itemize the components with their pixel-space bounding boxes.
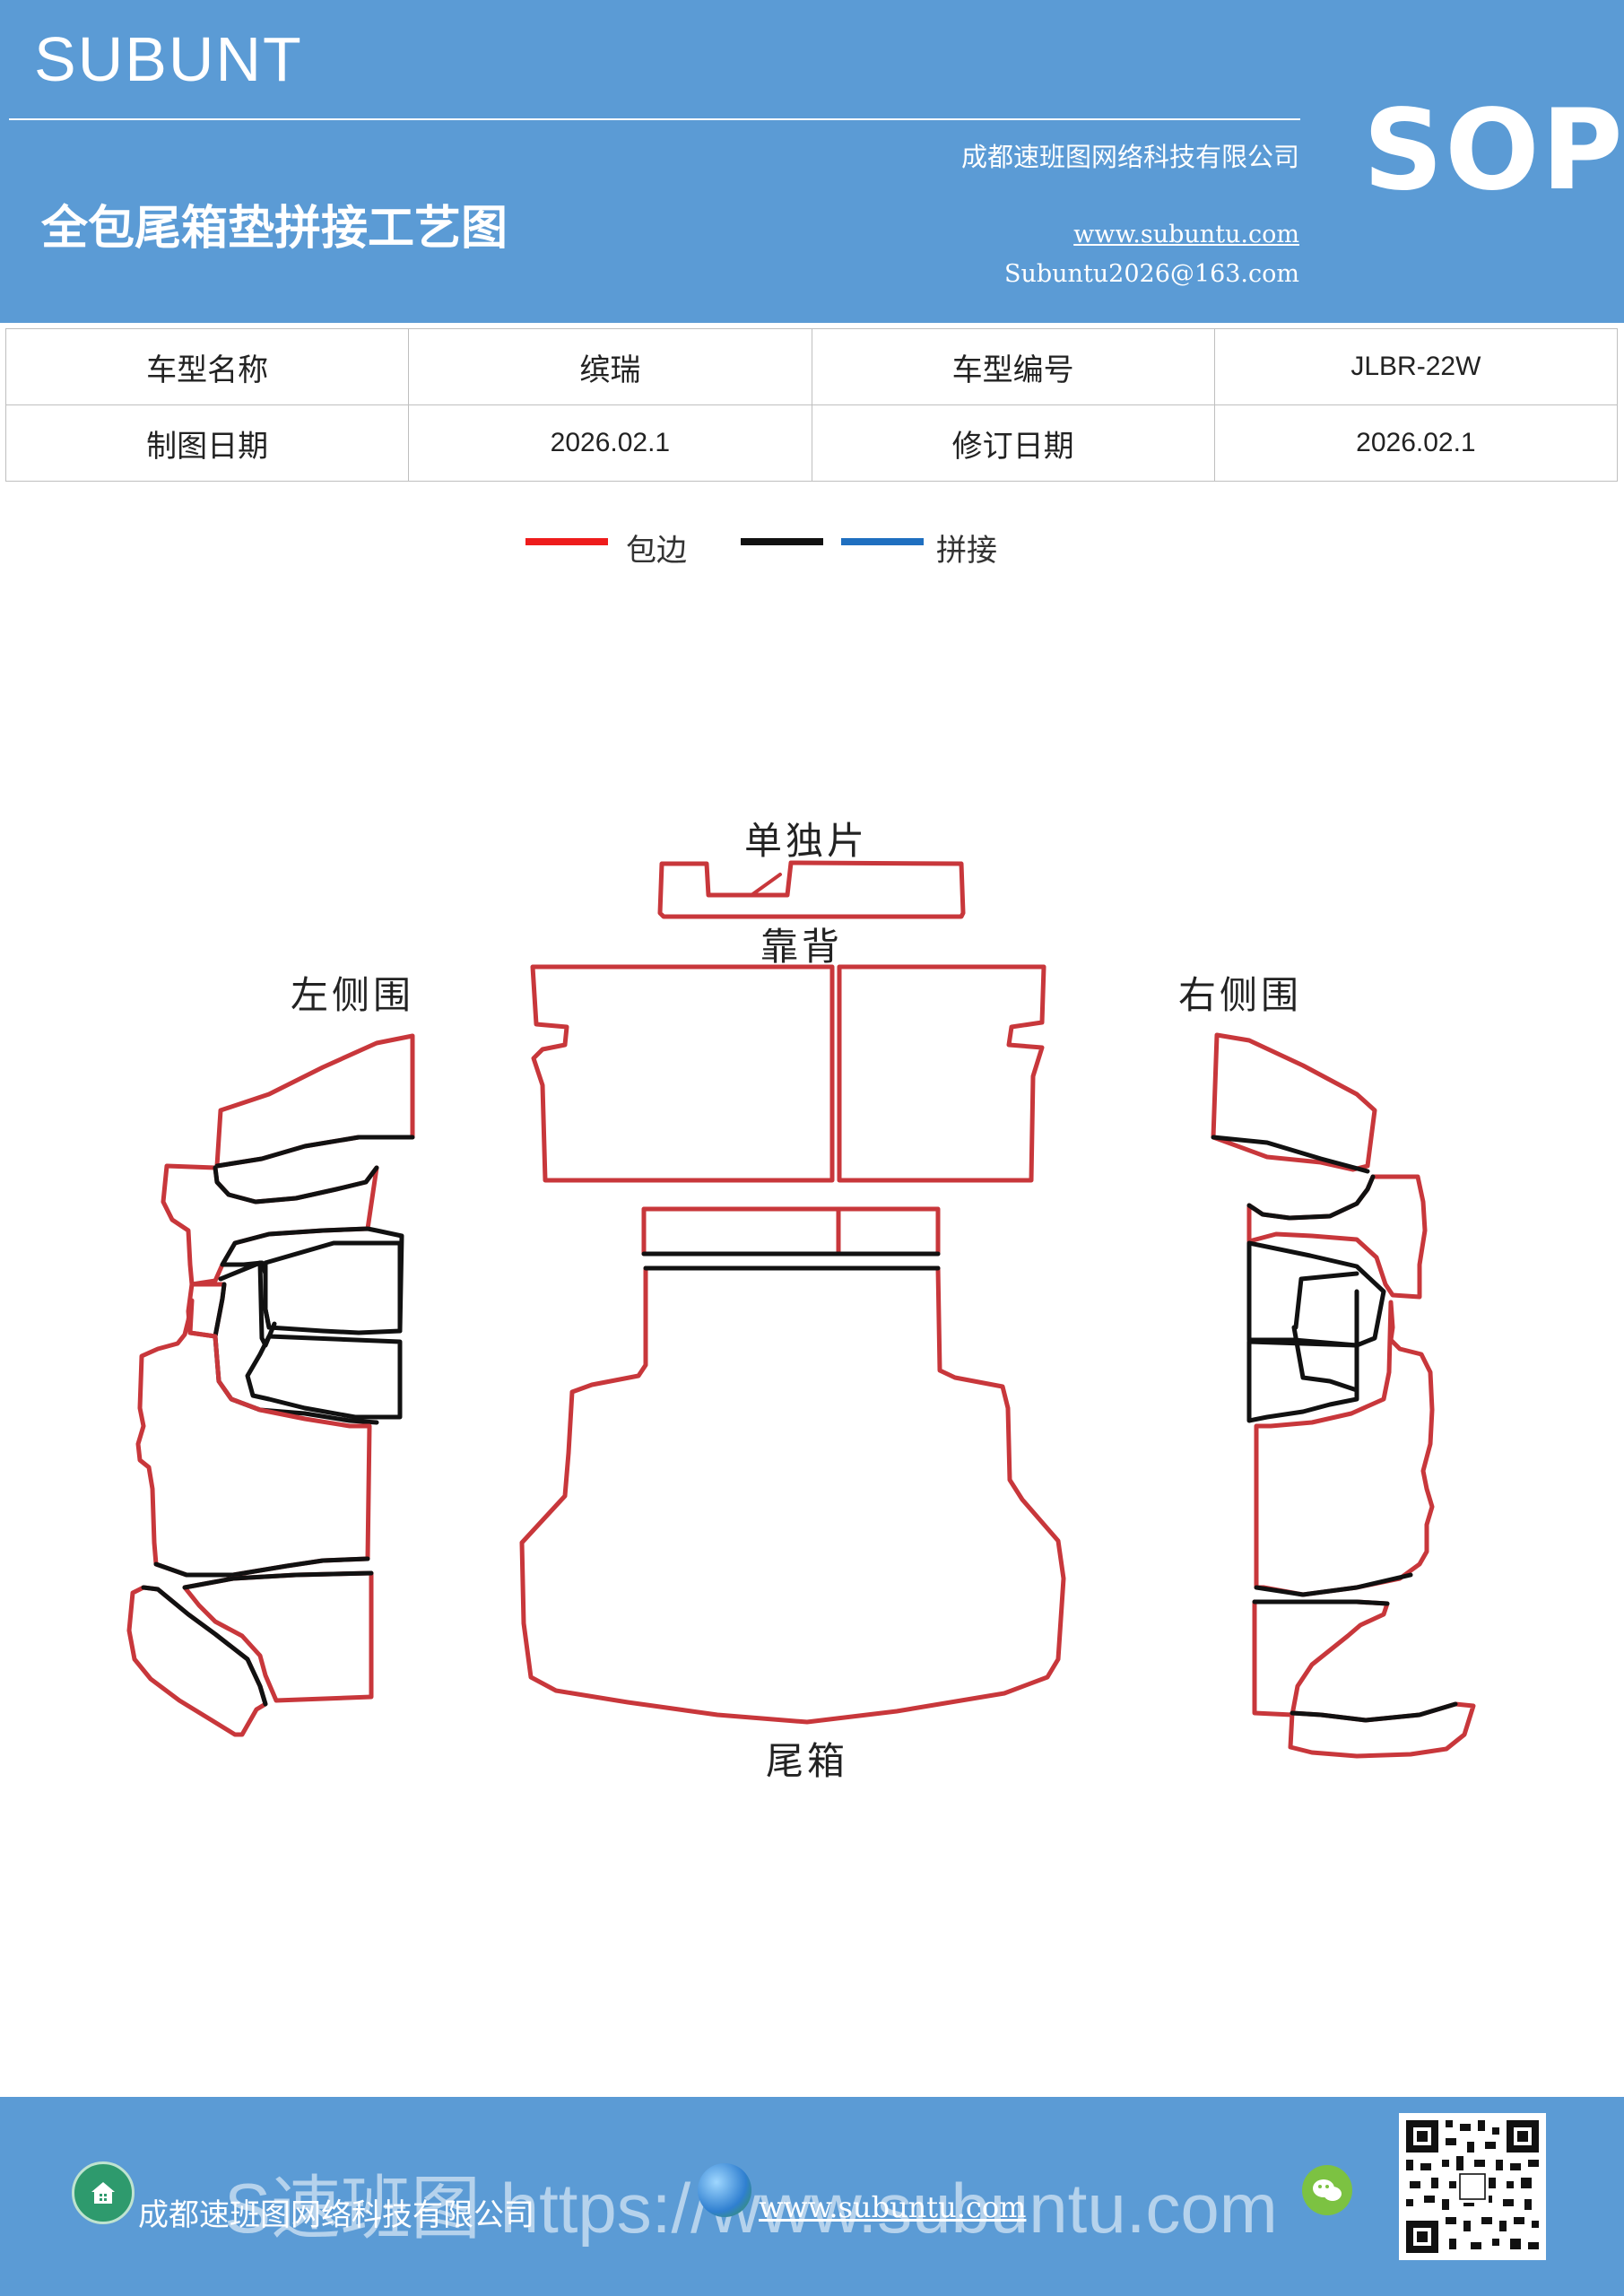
left-panel-2-outline — [161, 1163, 379, 1287]
table-cell: 2026.02.1 — [1213, 404, 1619, 482]
company-name: 成都速班图网络科技有限公司 — [960, 142, 1299, 172]
right-panel-2-seam — [1246, 1174, 1376, 1221]
footer-banner: S速班图 https://www.subuntu.com 成都速班图网络科技有限… — [0, 2097, 1624, 2296]
website-link[interactable]: www.subuntu.com — [1073, 221, 1299, 248]
right-panel-1-outline — [1211, 1032, 1377, 1172]
label-left-side: 左侧围 — [291, 973, 415, 1017]
single-piece-seam — [750, 873, 782, 897]
right-panel-4-seam — [1254, 1572, 1413, 1597]
left-inner-b — [263, 1240, 403, 1334]
legend-swatch-seam-blue — [841, 538, 924, 545]
single-piece-outline — [657, 860, 966, 919]
table-cell: 缤瑞 — [408, 328, 812, 405]
left-panel-5-outline — [182, 1570, 374, 1703]
right-panel-5-outline — [1252, 1599, 1390, 1718]
right-inner-b — [1291, 1271, 1359, 1393]
email-address: Subuntu2026@163.com — [1004, 260, 1299, 288]
qr-code-icon — [1399, 2113, 1546, 2260]
left-inner-e — [213, 1334, 379, 1425]
footer-watermark: S速班图 https://www.subuntu.com — [224, 2169, 1278, 2248]
right-inner-c — [1246, 1339, 1359, 1423]
trunk-main-outline — [519, 1265, 1066, 1725]
right-panel-6-outline — [1288, 1701, 1476, 1759]
line-legend: 包边 拼接 — [0, 520, 1624, 574]
footer-company-name: 成都速班图网络科技有限公司 — [138, 2197, 534, 2233]
legend-label-edge: 包边 — [626, 533, 687, 569]
right-inner-a — [1246, 1240, 1386, 1348]
table-cell: 制图日期 — [4, 404, 410, 482]
company-home-icon — [72, 2161, 135, 2224]
left-panel-4-outline — [135, 1298, 372, 1578]
right-panel-1-seam — [1211, 1135, 1370, 1174]
left-panel-1-seam — [214, 1135, 415, 1169]
left-panel-6-seam — [141, 1585, 268, 1707]
left-panel-2-seam — [213, 1165, 379, 1205]
backrest-right-outline — [837, 964, 1046, 1183]
legend-label-seam: 拼接 — [936, 533, 997, 569]
table-cell: 车型名称 — [4, 328, 410, 405]
header-divider — [9, 118, 1300, 120]
left-panel-3-seam — [213, 1282, 227, 1339]
globe-icon — [698, 2163, 751, 2217]
table-cell: JLBR-22W — [1213, 328, 1619, 405]
left-panel-5-seam — [182, 1570, 374, 1590]
table-cell: 修订日期 — [811, 404, 1215, 482]
document-title: 全包尾箱垫拼接工艺图 — [41, 202, 508, 256]
right-panel-5-seam — [1252, 1599, 1390, 1606]
table-row: 制图日期 2026.02.1 修订日期 2026.02.1 — [4, 404, 1619, 482]
left-inner-d — [245, 1334, 403, 1420]
doc-type-badge: SOP — [1363, 86, 1624, 215]
table-cell: 车型编号 — [811, 328, 1215, 405]
brand-name: SUBUNT — [34, 24, 303, 94]
footer-website-link[interactable]: www.subuntu.com — [759, 2190, 1027, 2224]
middle-strip-outline — [641, 1206, 941, 1257]
vehicle-info-table: 车型名称 缤瑞 车型编号 JLBR-22W 制图日期 2026.02.1 修订日… — [4, 328, 1619, 482]
backrest-left-outline — [530, 964, 835, 1183]
label-single-piece: 单独片 — [744, 819, 869, 863]
label-trunk: 尾箱 — [766, 1739, 849, 1783]
label-backrest: 靠背 — [760, 925, 844, 969]
table-row: 车型名称 缤瑞 车型编号 JLBR-22W — [4, 328, 1619, 405]
legend-swatch-edge — [525, 538, 608, 545]
right-panel-2-outline — [1246, 1174, 1428, 1300]
right-panel-4-outline — [1254, 1300, 1435, 1597]
table-cell: 2026.02.1 — [408, 404, 812, 482]
left-panel-6-outline — [126, 1585, 268, 1737]
right-panel-6-seam — [1290, 1701, 1458, 1723]
label-right-side: 右侧围 — [1178, 973, 1303, 1017]
header-banner: SUBUNT 全包尾箱垫拼接工艺图 成都速班图网络科技有限公司 www.subu… — [0, 0, 1624, 323]
legend-swatch-seam-black — [741, 538, 823, 545]
wechat-icon — [1302, 2165, 1352, 2215]
left-panel-4-seam — [153, 1556, 370, 1578]
